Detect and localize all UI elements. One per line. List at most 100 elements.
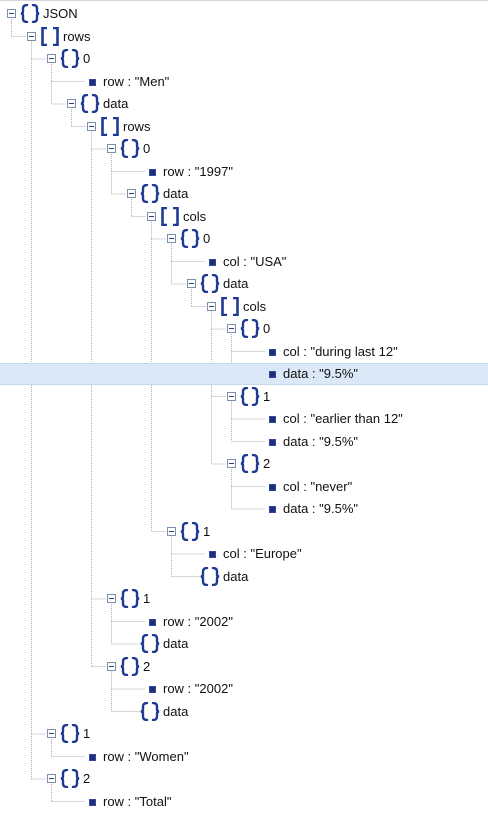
value-square-icon (209, 551, 216, 558)
tree-node-row-women[interactable]: row : "Women" (0, 746, 488, 768)
tree-node-cols[interactable]: cols (0, 296, 488, 318)
tree-node-label: row : "1997" (163, 163, 233, 179)
tree-node-col-during-last-12[interactable]: col : "during last 12" (0, 341, 488, 363)
curly-braces-icon (199, 566, 221, 586)
square-brackets-icon (159, 206, 181, 226)
collapse-minus-icon[interactable] (27, 31, 36, 41)
tree-node-label: 1 (203, 523, 211, 539)
value-square-icon (209, 258, 216, 266)
curly-braces-icon (59, 724, 81, 743)
tree-node-data-9-5[interactable]: data : "9.5%" (0, 363, 488, 385)
curly-braces-icon (139, 184, 161, 203)
tree-node-data-9-5[interactable]: data : "9.5%" (0, 498, 488, 520)
tree-node-2[interactable]: 2 (0, 656, 488, 678)
collapse-minus-icon[interactable] (47, 729, 56, 738)
tree-node-label: 2 (143, 658, 151, 674)
tree-node-label: data (163, 703, 189, 719)
collapse-minus-icon[interactable] (7, 9, 16, 18)
square-brackets-icon (39, 26, 61, 46)
value-square-icon (269, 348, 276, 356)
tree-node-label: data (163, 636, 189, 651)
collapse-minus-icon[interactable] (167, 526, 176, 536)
tree-node-row-2002[interactable]: row : "2002" (0, 611, 488, 633)
tree-node-row-men[interactable]: row : "Men" (0, 71, 488, 93)
tree-node-data[interactable]: data (0, 183, 488, 205)
tree-node-2[interactable]: 2 (0, 768, 488, 790)
collapse-minus-icon[interactable] (227, 459, 236, 468)
collapse-minus-icon[interactable] (227, 391, 236, 401)
tree-node-label: rows (63, 28, 91, 44)
tree-node-label: data (223, 276, 249, 291)
curly-braces-icon (119, 656, 141, 676)
tree-node-label: data (223, 568, 249, 584)
window-top-border (0, 0, 488, 1)
tree-node-data[interactable]: data (0, 273, 488, 295)
tree-node-row-total[interactable]: row : "Total" (0, 791, 488, 813)
tree-node-col-usa[interactable]: col : "USA" (0, 251, 488, 273)
collapse-minus-icon[interactable] (107, 594, 116, 603)
tree-node-label: col : "never" (283, 478, 353, 494)
tree-node-row-1997[interactable]: row : "1997" (0, 161, 488, 183)
tree-node-data[interactable]: data (0, 93, 488, 115)
collapse-minus-icon[interactable] (47, 54, 56, 63)
value-square-icon (89, 798, 96, 806)
curly-braces-icon (239, 386, 261, 406)
curly-braces-icon (119, 139, 141, 158)
value-square-icon (149, 168, 156, 176)
tree-node-col-never[interactable]: col : "never" (0, 476, 488, 498)
tree-node-col-europe[interactable]: col : "Europe" (0, 543, 488, 565)
tree-node-data[interactable]: data (0, 633, 488, 655)
tree-node-data-9-5[interactable]: data : "9.5%" (0, 431, 488, 453)
tree-node-1[interactable]: 1 (0, 588, 488, 610)
curly-braces-icon (199, 274, 221, 293)
tree-node-1[interactable]: 1 (0, 521, 488, 543)
tree-node-0[interactable]: 0 (0, 228, 488, 250)
collapse-minus-icon[interactable] (107, 661, 116, 671)
tree-node-label: row : "2002" (163, 681, 233, 696)
tree-node-label: col : "USA" (223, 253, 287, 269)
tree-node-rows[interactable]: rows (0, 26, 488, 48)
curly-braces-icon (179, 521, 201, 541)
tree-node-label: row : "Men" (103, 73, 170, 89)
tree-node-label: row : "2002" (163, 613, 233, 629)
tree-node-col-earlier-than-12[interactable]: col : "earlier than 12" (0, 408, 488, 430)
collapse-minus-icon[interactable] (107, 144, 116, 153)
tree-node-label: JSON (43, 6, 78, 21)
tree-node-1[interactable]: 1 (0, 386, 488, 408)
collapse-minus-icon[interactable] (87, 121, 96, 131)
collapse-minus-icon[interactable] (147, 211, 156, 221)
collapse-minus-icon[interactable] (167, 234, 176, 243)
tree-node-label: col : "earlier than 12" (283, 411, 403, 426)
tree-node-0[interactable]: 0 (0, 48, 488, 70)
collapse-minus-icon[interactable] (127, 189, 136, 198)
curly-braces-icon (139, 634, 161, 653)
collapse-minus-icon[interactable] (187, 279, 196, 288)
tree-node-row-2002[interactable]: row : "2002" (0, 678, 488, 700)
collapse-minus-icon[interactable] (67, 99, 76, 108)
curly-braces-icon (119, 589, 141, 608)
tree-node-label: row : "Total" (103, 793, 172, 809)
tree-node-2[interactable]: 2 (0, 453, 488, 475)
value-square-icon (149, 686, 156, 693)
collapse-minus-icon[interactable] (207, 301, 216, 311)
curly-braces-icon (239, 454, 261, 473)
tree-node-label: 1 (83, 726, 91, 741)
collapse-minus-icon[interactable] (47, 774, 56, 783)
tree-node-rows[interactable]: rows (0, 116, 488, 138)
tree-node-label: 1 (143, 591, 151, 606)
value-square-icon (269, 438, 276, 446)
value-square-icon (269, 483, 276, 491)
tree-node-data[interactable]: data (0, 701, 488, 723)
collapse-minus-icon[interactable] (227, 324, 236, 333)
tree-node-data[interactable]: data (0, 566, 488, 588)
tree-node-cols[interactable]: cols (0, 206, 488, 228)
tree-node-label: rows (123, 118, 151, 134)
curly-braces-icon (19, 4, 41, 23)
tree-node-0[interactable]: 0 (0, 138, 488, 160)
tree-node-json[interactable]: JSON (0, 3, 488, 25)
tree-node-label: data (163, 186, 189, 201)
tree-node-1[interactable]: 1 (0, 723, 488, 745)
tree-node-0[interactable]: 0 (0, 318, 488, 340)
tree-node-label: 2 (263, 456, 271, 471)
